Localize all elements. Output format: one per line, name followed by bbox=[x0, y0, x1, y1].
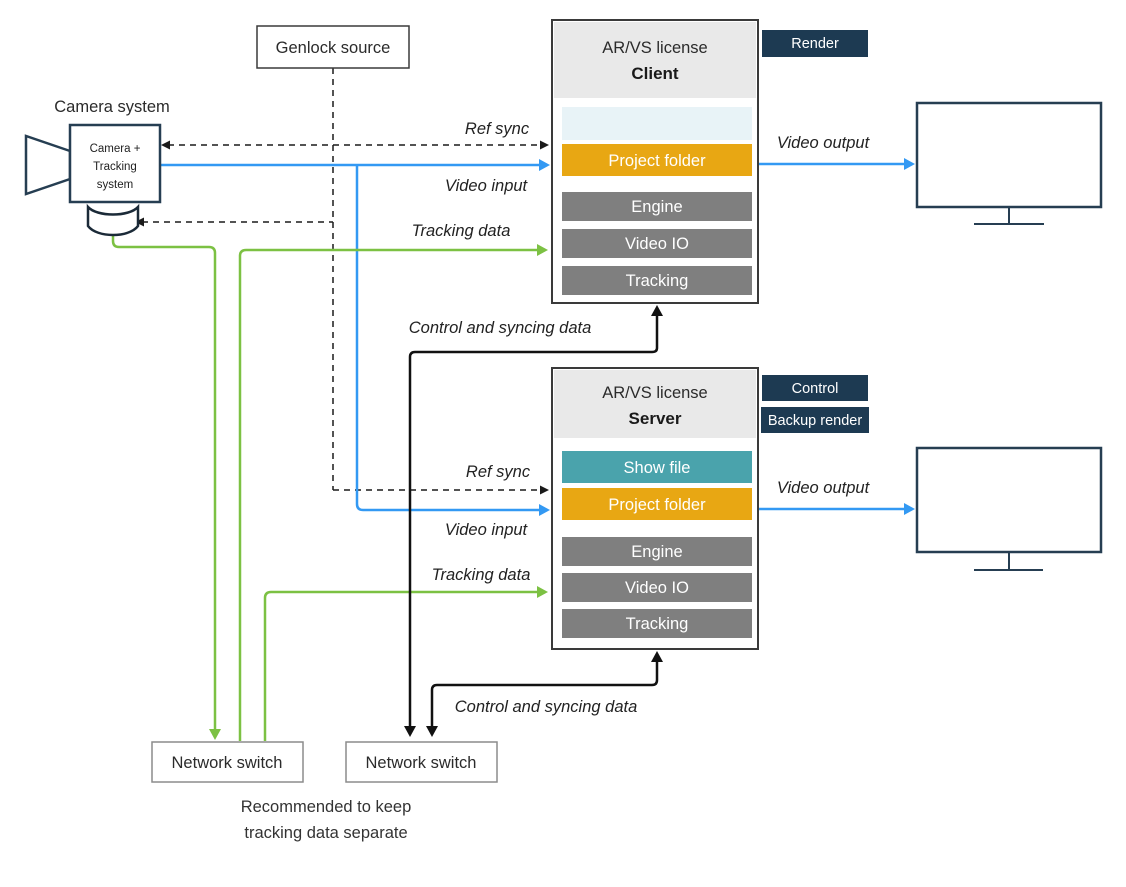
server-project-folder-row bbox=[562, 488, 752, 520]
monitor-server bbox=[915, 446, 1103, 571]
server-backup-render-badge-label: Backup render bbox=[768, 413, 862, 429]
server-tracking-label: Tracking bbox=[626, 615, 689, 633]
server-video-io-row bbox=[562, 573, 752, 602]
ref-sync-label-server: Ref sync bbox=[466, 463, 531, 481]
client-video-io-row bbox=[562, 229, 752, 258]
camera-system-title: Camera system bbox=[54, 98, 170, 116]
client-project-folder-label: Project folder bbox=[608, 152, 706, 170]
monitor-server-screen bbox=[915, 446, 1103, 554]
control-sync-label-server: Control and syncing data bbox=[455, 698, 638, 716]
tracking-data-label-server: Tracking data bbox=[432, 566, 531, 584]
client-tracking-label: Tracking bbox=[626, 272, 689, 290]
server-video-io-label: Video IO bbox=[625, 579, 689, 597]
tracking-line-camera-to-switch bbox=[111, 233, 221, 740]
genlock-source-box bbox=[256, 25, 410, 69]
client-header bbox=[554, 22, 756, 98]
server-backup-render-badge bbox=[761, 407, 869, 433]
server-engine-row bbox=[562, 537, 752, 566]
video-output-label-client: Video output bbox=[777, 134, 871, 152]
server-tracking-row bbox=[562, 609, 752, 638]
client-role-label: Client bbox=[631, 64, 679, 83]
server-control-badge-label: Control bbox=[792, 381, 839, 397]
genlock-source-label: Genlock source bbox=[276, 39, 391, 57]
video-output-label-server: Video output bbox=[777, 479, 871, 497]
client-engine-label: Engine bbox=[631, 198, 682, 216]
server-show-file-label: Show file bbox=[624, 459, 691, 477]
server-control-badge bbox=[762, 375, 868, 401]
client-tracking-row bbox=[562, 266, 752, 295]
client-video-io-label: Video IO bbox=[625, 235, 689, 253]
monitor-client-stand bbox=[974, 207, 1044, 225]
ref-sync-label-client: Ref sync bbox=[465, 120, 530, 138]
tracking-line-switch-to-client bbox=[238, 244, 548, 741]
server-show-file-row bbox=[562, 451, 752, 483]
network-switch-tracking-label: Network switch bbox=[172, 754, 283, 772]
client-license-label: AR/VS license bbox=[602, 39, 707, 57]
video-input-label-server: Video input bbox=[445, 521, 529, 539]
monitor-client-screen bbox=[915, 101, 1103, 209]
server-project-folder-label: Project folder bbox=[608, 496, 706, 514]
client-project-folder-row bbox=[562, 144, 752, 176]
server-role-label: Server bbox=[629, 409, 682, 428]
client-render-badge-label: Render bbox=[791, 36, 839, 52]
monitor-server-stand bbox=[974, 552, 1043, 571]
client-showfile-slot bbox=[562, 107, 752, 140]
network-switch-control-box bbox=[345, 741, 498, 783]
note-line1: Recommended to keep bbox=[241, 798, 412, 816]
server-engine-label: Engine bbox=[631, 543, 682, 561]
client-engine-row bbox=[562, 192, 752, 221]
video-input-label-client: Video input bbox=[445, 177, 529, 195]
tracking-line-switch-to-server bbox=[263, 586, 548, 741]
network-switch-control-label: Network switch bbox=[366, 754, 477, 772]
camera-lens-icon bbox=[24, 134, 72, 196]
server-license-label: AR/VS license bbox=[602, 384, 707, 402]
note-line2: tracking data separate bbox=[244, 824, 407, 842]
camera-pedestal-icon bbox=[86, 203, 140, 237]
camera-label-line2: Tracking bbox=[93, 161, 137, 173]
video-input-line-server bbox=[355, 166, 550, 516]
control-sync-line-server bbox=[426, 651, 663, 737]
server-header bbox=[554, 370, 756, 438]
network-switch-tracking-box bbox=[151, 741, 304, 783]
control-sync-line-client bbox=[404, 305, 663, 737]
camera-body-box bbox=[68, 123, 162, 204]
tracking-data-label-client: Tracking data bbox=[412, 222, 511, 240]
camera-label-line1: Camera + bbox=[90, 143, 141, 155]
control-sync-label-client: Control and syncing data bbox=[409, 319, 592, 337]
client-render-badge bbox=[762, 30, 868, 57]
monitor-client bbox=[915, 101, 1103, 225]
camera-label-line3: system bbox=[97, 179, 133, 191]
